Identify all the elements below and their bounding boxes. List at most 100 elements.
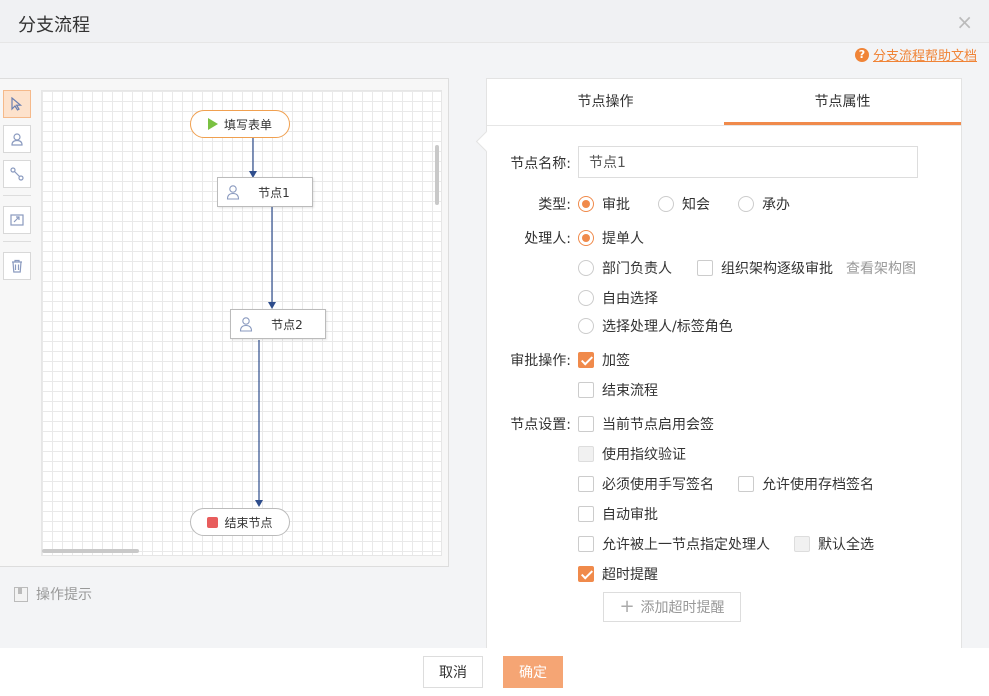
type-option-label: 审批 [602,197,630,213]
approve-ops-label: 审批操作: [510,353,571,369]
delete-button[interactable] [3,252,31,280]
properties-tabs: 节点操作 节点属性 [487,79,961,126]
add-user-node-button[interactable] [3,125,31,153]
handler-radio-dept-head[interactable]: 部门负责人 [578,258,672,278]
radio-unchecked-icon [658,196,674,212]
start-node-label: 填写表单 [223,117,272,132]
add-sign-label: 加签 [602,353,630,369]
close-icon[interactable]: × [956,10,973,34]
plus-icon: + [619,596,635,617]
end-node[interactable]: 结束节点 [190,508,290,536]
tab-node-operations[interactable]: 节点操作 [577,94,634,110]
view-org-chart-link[interactable]: 查看架构图 [846,261,916,277]
bookmark-icon [14,586,28,602]
type-radio-notify[interactable]: 知会 [658,194,710,214]
start-node[interactable]: 填写表单 [190,110,290,138]
type-label: 类型: [538,197,571,213]
end-flow-checkbox[interactable]: 结束流程 [578,380,658,400]
operation-hint-label: 操作提示 [36,587,92,603]
operation-hint[interactable]: 操作提示 [14,584,92,604]
select-all-checkbox: 默认全选 [794,534,874,554]
checkbox-disabled-icon [578,446,594,462]
flow-connectors [249,138,276,507]
checkbox-unchecked-icon [697,260,713,276]
auto-approve-checkbox[interactable]: 自动审批 [578,504,658,524]
toolbar-divider [3,195,31,196]
checkbox-unchecked-icon [578,476,594,492]
node-settings-label: 节点设置: [510,417,571,433]
cancel-button[interactable]: 取消 [423,656,483,688]
timeout-reminder-checkbox[interactable]: 超时提醒 [578,564,658,584]
handler-label: 处理人: [524,231,571,247]
node-name-input[interactable] [578,146,918,178]
handler-option-label: 选择处理人/标签角色 [602,319,733,335]
timeout-reminder-label: 超时提醒 [602,567,658,583]
type-option-label: 知会 [682,197,710,213]
tab-node-properties[interactable]: 节点属性 [724,79,961,125]
org-level-approval-checkbox[interactable]: 组织架构逐级审批 [697,258,833,278]
user-node-icon [239,317,253,332]
horizontal-scrollbar[interactable] [42,549,139,553]
radio-unchecked-icon [578,290,594,306]
dialog-titlebar: 分支流程 × [0,0,989,43]
checkbox-disabled-icon [794,536,810,552]
type-radio-undertake[interactable]: 承办 [738,194,790,214]
radio-unchecked-icon [578,260,594,276]
vertical-scrollbar[interactable] [435,145,439,205]
radio-unchecked-icon [578,318,594,334]
fit-screen-button[interactable] [3,206,31,234]
add-timeout-reminder-button[interactable]: + 添加超时提醒 [603,592,741,622]
user-node-icon [226,185,240,200]
help-link[interactable]: ? 分支流程帮助文档 [854,45,977,64]
designer-toolbar [3,90,33,287]
checkbox-checked-icon [578,566,594,582]
type-option-label: 承办 [762,197,790,213]
add-timeout-reminder-label: 添加超时提醒 [640,600,725,616]
radio-checked-icon [578,196,594,212]
handler-radio-submitter[interactable]: 提单人 [578,228,644,248]
org-level-approval-label: 组织架构逐级审批 [721,261,833,277]
fingerprint-checkbox: 使用指纹验证 [578,444,686,464]
flow-canvas[interactable]: 填写表单 节点1 节点2 结束节点 [41,90,442,556]
flow-node-1[interactable]: 节点1 [217,177,313,207]
prev-assign-checkbox[interactable]: 允许被上一节点指定处理人 [578,534,770,554]
add-sign-checkbox[interactable]: 加签 [578,350,630,370]
checkbox-unchecked-icon [578,536,594,552]
select-all-label: 默认全选 [818,537,874,553]
handler-radio-free-select[interactable]: 自由选择 [578,288,658,308]
help-link-text[interactable]: 分支流程帮助文档 [872,49,977,64]
handler-radio-select-role[interactable]: 选择处理人/标签角色 [578,316,733,336]
properties-panel: 节点操作 节点属性 节点名称: 类型: 审批 知会 承办 处理人: 提单人 部门… [486,78,962,650]
fit-screen-icon [10,214,24,226]
countersign-checkbox[interactable]: 当前节点启用会签 [578,414,714,434]
handler-option-label: 自由选择 [602,291,658,307]
stored-sign-checkbox[interactable]: 允许使用存档签名 [738,474,874,494]
checkbox-unchecked-icon [738,476,754,492]
end-flow-label: 结束流程 [602,383,658,399]
select-cursor-icon [11,97,23,111]
type-radio-approve[interactable]: 审批 [578,194,630,214]
checkbox-unchecked-icon [578,382,594,398]
flow-node-1-label: 节点1 [258,185,290,200]
stored-sign-label: 允许使用存档签名 [762,477,874,493]
question-icon: ? [854,47,869,62]
dialog-title: 分支流程 [18,15,90,36]
node-name-label: 节点名称: [510,156,571,172]
handwrite-sign-checkbox[interactable]: 必须使用手写签名 [578,474,714,494]
auto-approve-label: 自动审批 [602,507,658,523]
connector-tool-button[interactable] [3,160,31,188]
flow-node-2-label: 节点2 [271,317,303,332]
select-tool-button[interactable] [3,90,31,118]
checkbox-checked-icon [578,352,594,368]
confirm-button[interactable]: 确定 [503,656,563,688]
countersign-label: 当前节点启用会签 [602,417,714,433]
play-icon [207,118,218,130]
flow-node-2[interactable]: 节点2 [230,309,326,339]
handler-option-label: 提单人 [602,231,644,247]
connector-icon [10,167,24,181]
toolbar-divider [3,241,31,242]
radio-checked-icon [578,230,594,246]
radio-unchecked-icon [738,196,754,212]
trash-icon [12,259,22,273]
dialog-footer: 取消 确定 [0,648,989,696]
